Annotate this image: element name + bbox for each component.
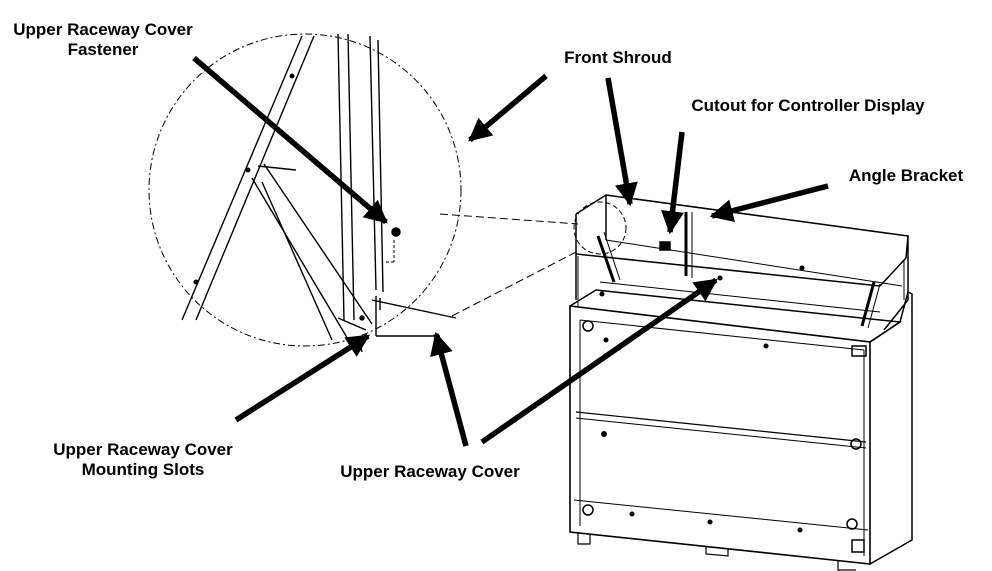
arrow-angle-bracket [709,183,829,222]
label-fastener: Upper Raceway Cover Fastener [8,20,198,60]
label-front-shroud: Front Shroud [564,48,672,67]
detail-connector-line [439,213,579,225]
label-mounting-slots: Upper Raceway Cover Mounting Slots [28,440,258,480]
arrow-front-shroud [605,77,638,207]
arrow-raceway-cover [480,277,718,445]
detail-magnified-view [148,33,462,353]
arrow-fastener [192,55,388,225]
label-mounting-slots-line1: Upper Raceway Cover [53,440,233,459]
arrow-mounting-slots [234,333,370,423]
label-fastener-line2: Fastener [67,40,139,59]
label-fastener-line1: Upper Raceway Cover [13,20,193,39]
label-cutout: Cutout for Controller Display [691,96,925,115]
fastener-screw [391,227,401,237]
label-raceway-cover: Upper Raceway Cover [340,462,520,481]
arrow-cutout [661,131,685,235]
detail-circle-outline [148,33,462,347]
arrow-raceway-cover-detail [430,331,469,447]
arrow-front-shroud-detail [468,73,548,143]
cabinet-assembly [569,194,913,571]
callout-arrows [192,55,829,447]
label-angle-bracket: Angle Bracket [848,166,964,185]
label-mounting-slots-line2: Mounting Slots [81,460,205,479]
